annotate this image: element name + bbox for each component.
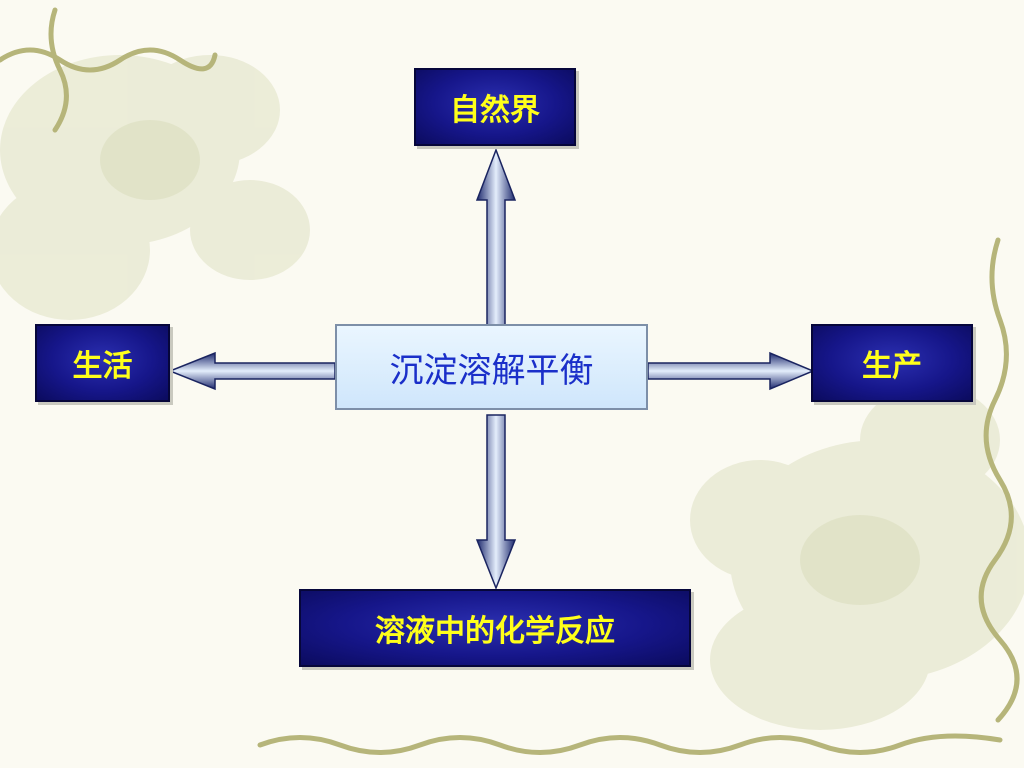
node-top-label: 自然界	[450, 93, 540, 128]
node-bottom: 溶液中的化学反应	[299, 589, 691, 667]
node-top: 自然界	[414, 68, 576, 146]
node-left-label: 生活	[72, 349, 133, 384]
node-right: 生产	[811, 324, 973, 402]
arrow-right	[647, 351, 815, 391]
node-bottom-label: 溶液中的化学反应	[375, 614, 615, 649]
node-center-label: 沉淀溶解平衡	[389, 350, 594, 391]
node-left: 生活	[35, 324, 170, 402]
arrow-down	[475, 414, 517, 591]
arrow-up	[475, 147, 517, 326]
node-center: 沉淀溶解平衡	[335, 324, 648, 410]
arrow-left	[167, 351, 336, 391]
node-right-label: 生产	[862, 349, 922, 384]
